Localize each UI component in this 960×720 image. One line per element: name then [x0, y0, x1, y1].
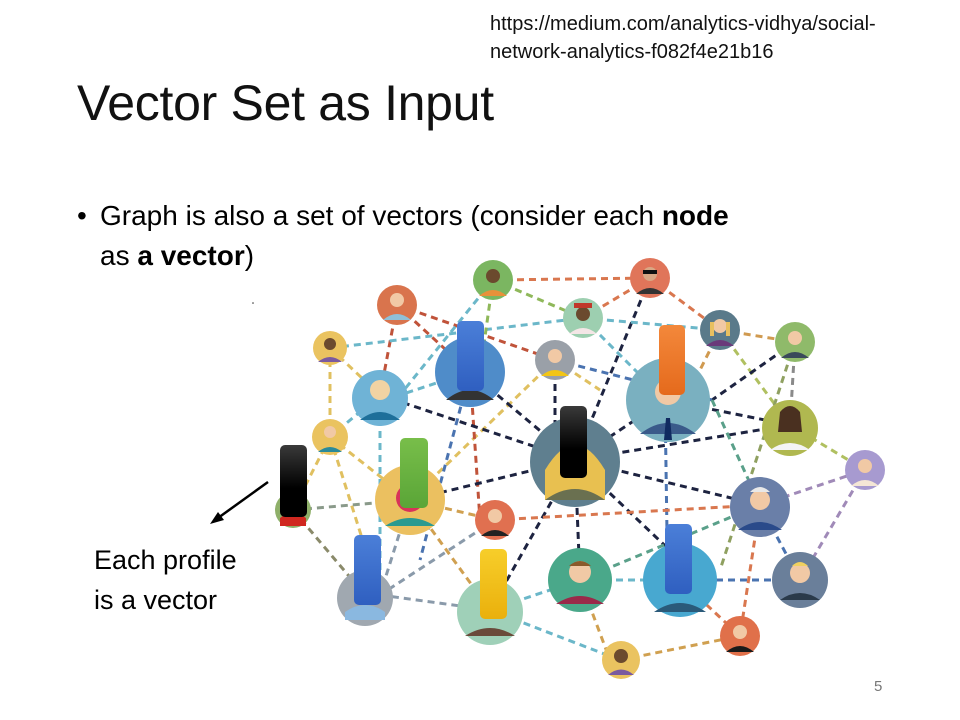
page-number: 5	[874, 678, 883, 695]
bullet-bold-node: node	[661, 200, 729, 231]
bullet-text-part: )	[244, 240, 255, 271]
bullet-point: • Graph is also a set of vectors (consid…	[77, 196, 877, 276]
vector-bar-blue	[665, 524, 692, 594]
profile-node	[535, 340, 575, 380]
vector-bar-green	[400, 438, 428, 508]
profile-node	[548, 548, 612, 612]
profile-node	[630, 258, 670, 298]
vector-bar-blue	[457, 321, 484, 391]
bullet-text-part: as	[100, 240, 138, 271]
bullet-bold-vector: a vector	[137, 240, 245, 271]
caption-line-1: Each profile	[94, 545, 237, 575]
profile-node	[720, 616, 760, 656]
profile-node	[730, 477, 790, 537]
vector-bar-black	[560, 406, 587, 478]
bullet-marker: •	[77, 200, 87, 231]
profile-node	[312, 419, 348, 455]
annotation-caption: Each profile is a vector	[94, 540, 237, 620]
arrow-pointer	[210, 480, 269, 524]
vector-bar-black	[280, 445, 307, 517]
profile-node	[377, 285, 417, 325]
profile-node	[775, 322, 815, 362]
bullet-text-part: Graph is also a set of vectors (consider…	[100, 200, 662, 231]
profile-node	[602, 641, 640, 679]
profile-node	[762, 400, 818, 456]
source-url-line-2: network-analytics-f082f4e21b16	[490, 41, 774, 63]
profile-node	[563, 298, 603, 338]
bullet-text: Graph is also a set of vectors (consider…	[77, 196, 877, 276]
profile-node	[772, 552, 828, 608]
slide-title: Vector Set as Input	[77, 75, 494, 131]
vector-bars	[280, 321, 692, 619]
vector-bar-orange	[659, 325, 685, 395]
profile-node	[473, 260, 513, 300]
caption-line-2: is a vector	[94, 585, 218, 615]
vector-bar-blue	[354, 535, 381, 605]
profile-node	[845, 450, 885, 490]
source-citation: https://medium.com/analytics-vidhya/soci…	[490, 10, 876, 66]
vector-bar-yellow	[480, 549, 507, 619]
profile-node	[352, 370, 408, 426]
profile-node	[475, 500, 515, 540]
source-url-line-1: https://medium.com/analytics-vidhya/soci…	[490, 13, 876, 35]
profile-node	[700, 310, 740, 350]
profile-node	[313, 331, 347, 365]
